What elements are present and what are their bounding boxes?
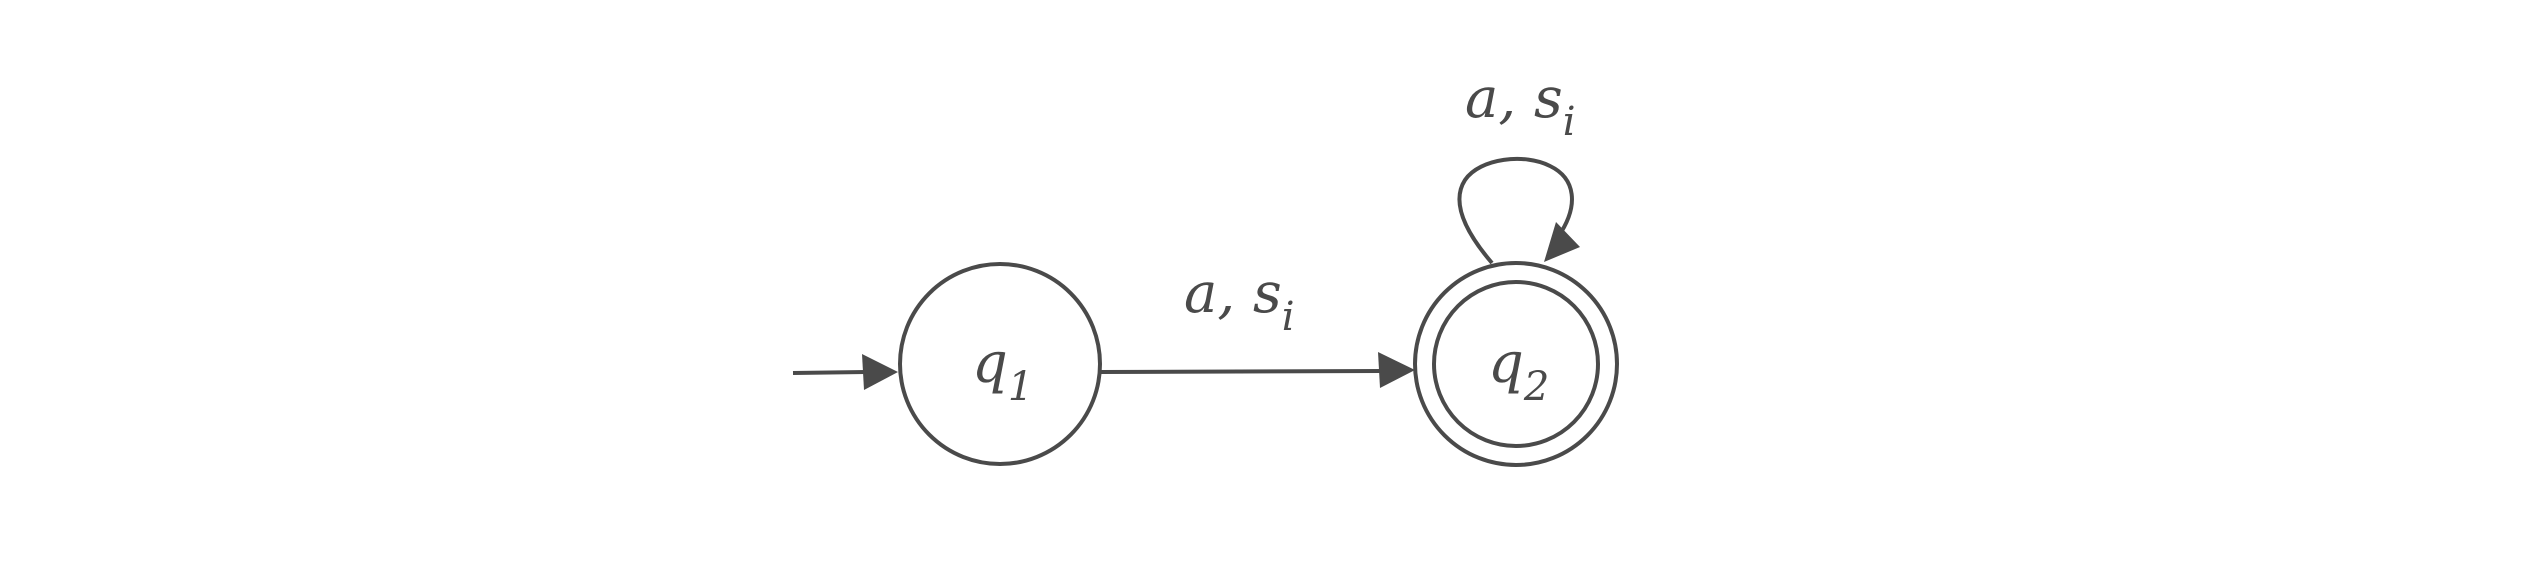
- loop-q2-label: a, si: [1465, 66, 1576, 145]
- loop-q2-label-sub: i: [1563, 99, 1576, 145]
- loop-q2-path: [1457, 156, 1574, 265]
- state-q1-label-sub: 1: [1008, 364, 1033, 410]
- state-q2-label: q2: [1488, 331, 1549, 410]
- initial-arrow-head: [862, 354, 898, 390]
- state-q2: q2: [1413, 261, 1619, 467]
- transition-q2-q2-loop: a, si: [1457, 66, 1580, 265]
- transition-q1-q2-line: [1100, 369, 1383, 374]
- initial-arrow: [792, 354, 898, 390]
- state-q1-label: q1: [972, 331, 1033, 410]
- state-q1-label-main: q: [972, 331, 1008, 396]
- transition-q1-q2-label: a, si: [1184, 261, 1295, 340]
- state-q2-label-sub: 2: [1523, 364, 1549, 410]
- transition-q1-q2: a, si: [1100, 261, 1415, 388]
- loop-q2-arrow-head: [1544, 222, 1580, 262]
- loop-q2-label-main: a, s: [1465, 66, 1563, 131]
- state-q1: q1: [898, 262, 1102, 466]
- transition-q1-q2-arrow-head: [1378, 352, 1415, 388]
- state-q1-circle: [898, 262, 1102, 466]
- state-q2-inner-circle: [1432, 280, 1600, 448]
- state-q2-label-main: q: [1488, 331, 1524, 396]
- transition-q1-q2-label-sub: i: [1282, 294, 1295, 340]
- state-q2-outer-circle: [1413, 261, 1619, 467]
- transition-q1-q2-label-main: a, s: [1184, 261, 1282, 326]
- initial-arrow-line: [792, 370, 867, 375]
